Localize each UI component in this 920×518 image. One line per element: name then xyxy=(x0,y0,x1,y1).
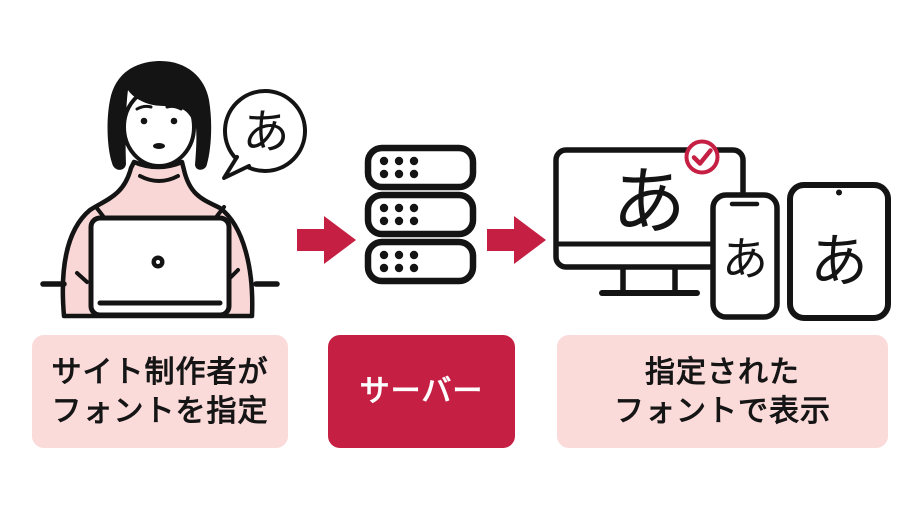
collar-line xyxy=(138,174,180,183)
creator-label-line2: フォントを指定 xyxy=(51,394,269,428)
eyebrow-left xyxy=(135,104,153,111)
creator-label-line1: サイト制作者が xyxy=(51,355,269,389)
smartphone-icon: あ xyxy=(710,192,780,320)
creator-label-card: サイト制作者が フォントを指定 xyxy=(32,335,288,448)
eye-right xyxy=(170,117,178,125)
server-leds xyxy=(379,156,419,273)
server-label: サーバー xyxy=(359,375,484,408)
arrow-right-icon xyxy=(297,216,356,264)
monitor-stand xyxy=(620,267,678,291)
sleeve-mark-left xyxy=(94,205,105,218)
display-label-line2: フォントで表示 xyxy=(614,394,831,428)
speech-bubble-tail xyxy=(222,155,251,180)
monitor-glyph: あ xyxy=(612,159,686,245)
hair xyxy=(107,60,212,170)
server-label-card: サーバー xyxy=(328,335,515,448)
server-stack-icon xyxy=(364,144,477,285)
laptop-logo-center xyxy=(156,260,160,264)
speech-bubble-glyph: あ xyxy=(243,105,290,160)
display-label-card: 指定された フォントで表示 xyxy=(557,335,888,448)
check-badge-icon xyxy=(684,139,720,175)
tablet-glyph: あ xyxy=(810,227,868,295)
phone-glyph: あ xyxy=(722,232,768,286)
mouth xyxy=(153,143,165,149)
eye-left xyxy=(140,117,148,125)
thumb-left xyxy=(75,271,89,284)
tablet-camera-dot xyxy=(836,189,842,196)
speech-bubble-icon: あ xyxy=(222,89,307,180)
sleeve-mark-right xyxy=(215,205,226,218)
diagram-illustration: あ あ xyxy=(40,60,891,321)
arrow-right-icon xyxy=(487,216,546,264)
laptop-icon xyxy=(88,215,232,318)
eyebrow-right xyxy=(165,104,183,111)
display-label-line1: 指定された xyxy=(645,355,800,389)
tablet-icon: あ xyxy=(787,182,891,321)
